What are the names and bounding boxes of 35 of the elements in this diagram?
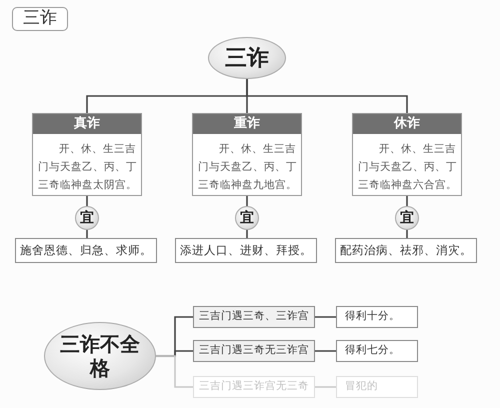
body-text: 开、休、生三吉门与天盘乙、丙、丁三奇临神盘太阴宫。	[37, 142, 138, 193]
outcome-box: 冒犯的	[336, 376, 418, 398]
body-text: 开、休、生三吉门与天盘乙、丙、丁三奇临神盘九地宫。	[197, 142, 298, 193]
title-ellipse: 三诈	[208, 37, 286, 79]
condition-box: 三吉门遇三奇、三诈宫	[193, 306, 315, 328]
outcome-box: 得利七分。	[336, 340, 418, 362]
circle-badge: 宜	[75, 206, 99, 230]
card-header: 重诈	[193, 114, 301, 134]
connector-line	[406, 196, 408, 206]
info-card	[352, 113, 462, 196]
result-box: 添进人口、进财、拜授。	[175, 238, 317, 263]
result-box: 施舍恩德、归急、求师。	[15, 238, 157, 263]
connector-line	[246, 196, 248, 206]
info-card	[192, 113, 302, 196]
connector-line	[156, 355, 193, 388]
connector-line	[315, 350, 336, 352]
connector-line	[406, 230, 408, 238]
condition-box: 三吉门遇三奇无三诈宫	[193, 340, 315, 362]
title-ellipse: 三诈不全格	[44, 322, 156, 390]
connector-line	[315, 316, 336, 318]
card-header: 真诈	[33, 114, 141, 134]
connector-line	[246, 230, 248, 238]
circle-badge: 宜	[395, 206, 419, 230]
connector-line	[246, 79, 408, 113]
card-header: 休诈	[353, 114, 461, 134]
circle-badge: 宜	[235, 206, 259, 230]
body-text: 开、休、生三吉门与天盘乙、丙、丁三奇临神盘六合宫。	[357, 142, 458, 193]
connector-line	[86, 230, 88, 238]
connector-line	[315, 386, 336, 388]
connector-line	[86, 196, 88, 206]
result-box: 配药治病、祛邪、消灾。	[335, 238, 477, 263]
info-card	[32, 113, 142, 196]
outcome-box: 得利十分。	[336, 306, 418, 328]
condition-box: 三吉门遇三诈宫无三奇	[193, 376, 315, 398]
title-box: 三诈	[12, 7, 68, 31]
